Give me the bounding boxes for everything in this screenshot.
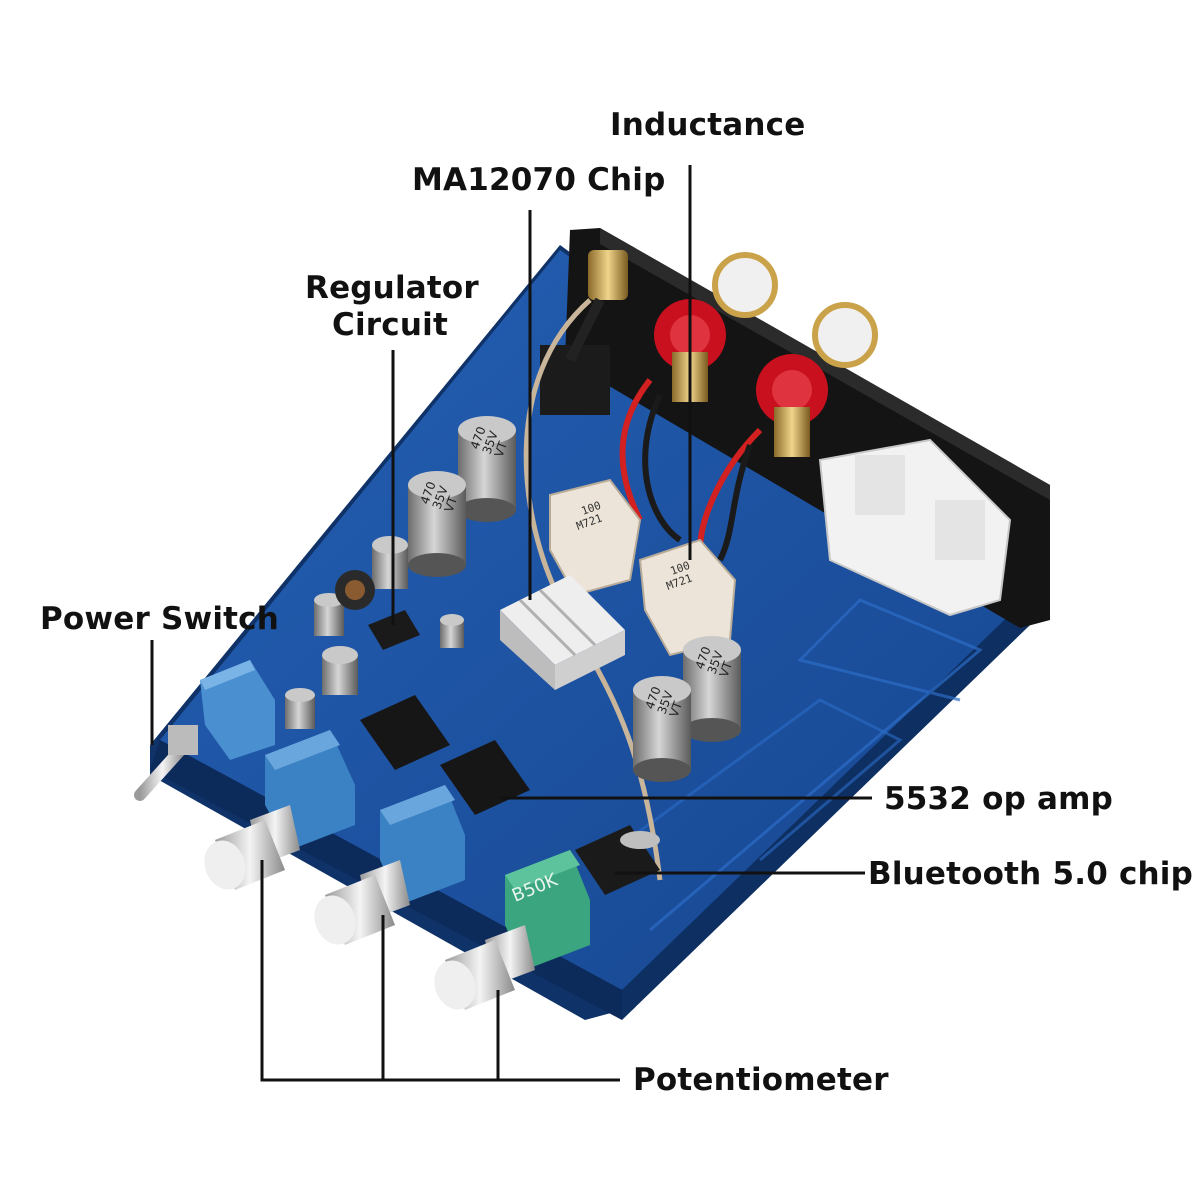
label-chip: MA12070 Chip — [412, 162, 666, 198]
capacitor-large-2-marking-c: VT — [442, 494, 461, 514]
label-bluetooth: Bluetooth 5.0 chip — [868, 856, 1194, 892]
potentiometer-1 — [204, 730, 355, 890]
op-amp-ic-1 — [360, 695, 450, 770]
capacitor-large-1-marking-c: VT — [492, 439, 511, 459]
capacitor-large-4: 470 35V VT — [633, 676, 691, 782]
label-potentiometer: Potentiometer — [633, 1062, 889, 1098]
label-regulator-line2: Circuit — [332, 306, 448, 343]
inductor-1-marking-a: 100 — [580, 499, 603, 518]
label-power-switch: Power Switch — [40, 601, 280, 637]
speaker-wire-black — [642, 393, 682, 543]
capacitor-large-1: 470 35V VT — [458, 416, 516, 522]
speaker-wire-red — [619, 378, 653, 522]
speaker-wire-black-2 — [717, 443, 753, 562]
label-op-amp: 5532 op amp — [884, 781, 1113, 817]
inductor-1: 100 M721 — [549, 478, 642, 597]
leader-potentiometer — [260, 860, 620, 1082]
label-regulator: Regulator Circuit — [305, 270, 479, 343]
capacitor-small-group — [285, 536, 464, 729]
leader-lines — [150, 165, 872, 1082]
capacitor-large-4-marking-c: VT — [667, 699, 686, 719]
speaker-terminal-right — [756, 302, 878, 457]
capacitor-large-3: 470 35V VT — [683, 636, 741, 742]
inductor-2: 100 M721 — [638, 538, 737, 657]
op-amp-ic-2 — [440, 740, 530, 815]
label-regulator-line1: Regulator — [305, 270, 479, 306]
capacitor-large-2: 470 35V VT — [408, 471, 466, 577]
label-inductance: Inductance — [610, 107, 806, 143]
rca-jack — [540, 250, 628, 415]
potentiometer-3: B50K — [434, 850, 590, 1010]
potentiometer-2 — [314, 785, 465, 945]
capacitor-large-3-marking-c: VT — [717, 659, 736, 679]
power-switch — [134, 660, 275, 801]
speaker-wire-red-2 — [697, 427, 763, 551]
power-connector — [818, 438, 1012, 617]
bluetooth-ic — [575, 825, 660, 895]
regulator-ic — [368, 610, 420, 650]
inductor-2-marking-a: 100 — [669, 559, 692, 578]
